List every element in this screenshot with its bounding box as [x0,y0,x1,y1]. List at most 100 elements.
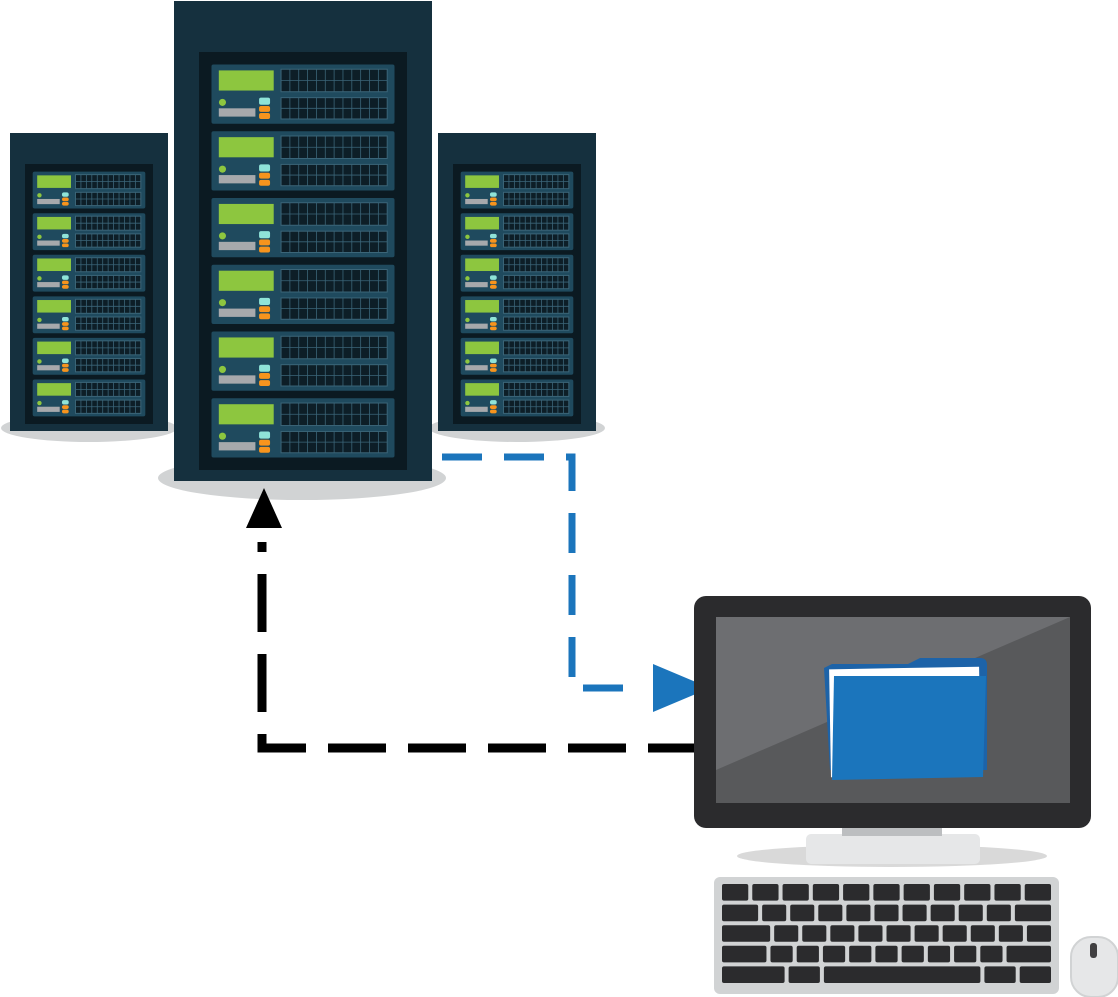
activity-led [259,97,271,105]
activity-led [489,192,497,197]
keyboard-key [858,925,883,942]
warning-led [259,372,271,379]
keyboard-key [830,925,855,942]
warning-led [259,113,271,119]
warning-led [61,197,69,202]
drive-slot [37,323,60,329]
keyboard-key [752,884,779,901]
power-led [37,276,42,281]
server-rack-right-icon [429,133,605,442]
keyboard-key [822,945,846,963]
keyboard-key [802,925,827,942]
activity-led [259,364,271,372]
warning-led [259,105,271,112]
status-display [37,300,71,313]
status-display [218,70,274,91]
download-arrow-head [653,664,710,712]
power-led [218,232,227,240]
keyboard-key [886,925,911,942]
warning-led [489,326,497,331]
mouse-icon [1070,936,1118,997]
warning-led [489,197,497,202]
desktop-computer-icon [694,596,1118,997]
keyboard-key [846,904,871,922]
power-led [37,234,42,240]
warning-led [489,280,497,285]
warning-led [61,243,69,248]
status-display [218,270,274,291]
mouse-body [1070,936,1118,997]
keyboard-key [903,884,930,901]
server-unit [460,171,574,209]
warning-led [259,306,271,313]
server-unit [32,337,146,375]
activity-led [61,233,69,239]
power-led [37,317,42,323]
activity-led [489,358,497,363]
warning-led [259,246,271,253]
activity-led [259,231,271,239]
activity-led [61,192,69,197]
warning-led [61,201,69,206]
keyboard-key [933,884,961,901]
warning-led [61,363,69,368]
server-unit [211,398,395,458]
drive-slot [218,108,256,117]
drive-slot [465,323,488,329]
warning-led [489,405,497,409]
warning-led [259,439,271,446]
drive-slot [218,442,256,451]
activity-led [61,358,69,363]
drive-slot [465,365,488,371]
keyboard-key [1026,925,1051,942]
warning-led [61,326,69,331]
upload-arrow-line [257,542,786,753]
drive-slot [37,282,60,288]
server-racks [1,1,605,500]
drive-slot [218,175,256,184]
warning-led [259,239,271,246]
activity-led [259,431,271,439]
server-unit [211,331,395,391]
activity-led [259,297,271,306]
warning-led [489,285,497,289]
warning-led [489,201,497,206]
power-led [465,317,470,323]
status-display [218,203,274,225]
keyboard-key [770,945,793,963]
warning-led [259,172,271,179]
keyboard-key [762,904,787,922]
server-unit [211,264,395,324]
status-display [465,341,499,355]
status-display [218,137,274,158]
status-display [37,258,71,272]
status-display [465,175,499,188]
power-led [465,193,470,198]
keyboard-key [722,884,749,901]
status-display [465,300,499,313]
power-led [465,359,470,364]
drive-slot [218,241,256,251]
drive-slot [37,240,60,246]
status-display [465,216,499,230]
warning-led [259,446,271,453]
server-unit [460,254,574,292]
keyboard-key [722,945,767,963]
status-display [465,383,499,396]
drive-slot [465,240,488,246]
power-led [218,165,227,173]
server-unit [32,213,146,251]
keyboard-key [843,884,870,901]
power-led [218,432,227,440]
power-led [37,193,42,198]
power-led [465,276,470,281]
drive-slot [465,282,488,288]
keyboard-key [986,904,1011,922]
activity-led [61,316,69,322]
activity-led [489,316,497,322]
keyboard-key [849,945,872,963]
warning-led [61,239,69,243]
warning-led [61,368,69,372]
monitor-stand [806,834,980,864]
